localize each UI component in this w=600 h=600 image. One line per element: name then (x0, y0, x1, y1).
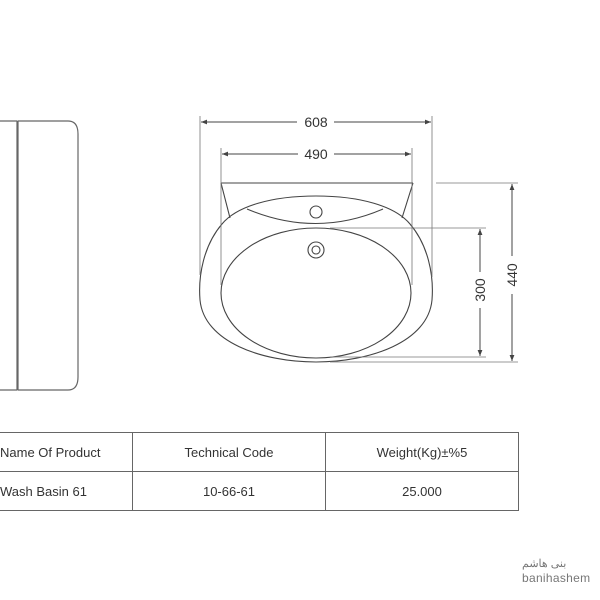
dim-440: 440 (504, 263, 520, 287)
header-weight: Weight(Kg)±%5 (325, 432, 519, 472)
basin-top-view (199, 182, 433, 363)
cell-code: 10-66-61 (132, 471, 326, 511)
tap-hole-icon (309, 205, 323, 219)
tap-deck-line (246, 208, 384, 225)
spec-table: Name Of Product Technical Code Weight(Kg… (0, 432, 519, 511)
basin-outer-outline (199, 195, 433, 363)
technical-drawing: 608 490 300 440 (0, 114, 520, 391)
overflow-inner (311, 245, 321, 255)
cell-name: Wash Basin 61 (0, 471, 133, 511)
logo-latin: banihashem (522, 571, 591, 585)
logo-arabic: بنی هاشم (522, 558, 567, 570)
dimension-lines (201, 119, 515, 361)
dim-608: 608 (304, 114, 328, 130)
brand-logo: بنی هاشم banihashem (522, 557, 590, 585)
side-view (0, 120, 79, 391)
table-header-row: Name Of Product Technical Code Weight(Kg… (0, 432, 519, 472)
extension-lines (199, 116, 518, 363)
overflow-outer (307, 241, 325, 259)
bowl-outline (220, 227, 412, 359)
table-row: Wash Basin 61 10-66-61 25.000 (0, 471, 519, 511)
cell-weight: 25.000 (325, 471, 519, 511)
header-code: Technical Code (132, 432, 326, 472)
dim-490: 490 (304, 146, 328, 162)
header-name: Name Of Product (0, 432, 133, 472)
dim-300: 300 (472, 278, 488, 302)
